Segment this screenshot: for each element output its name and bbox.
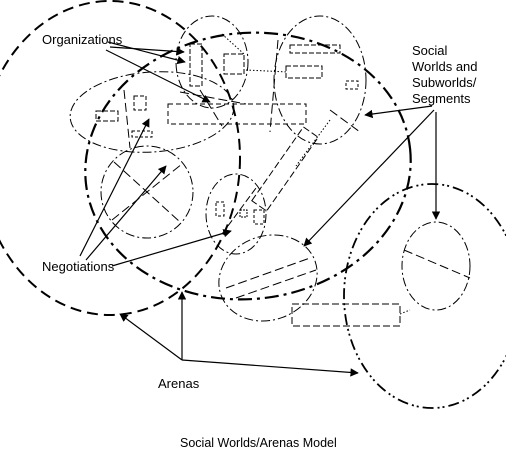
dotted-connections	[221, 33, 411, 315]
org-rect	[239, 209, 248, 218]
org-rect	[291, 303, 401, 327]
world-cross-circle	[100, 145, 194, 239]
diagram-caption: Social Worlds/Arenas Model	[180, 436, 337, 450]
org-rect	[131, 130, 153, 138]
org-rect	[289, 44, 341, 54]
world-right	[401, 221, 471, 311]
social-worlds-label-line3: Subworlds/	[412, 75, 477, 90]
arena-center	[84, 31, 412, 301]
world-top	[175, 15, 249, 109]
org-rect	[167, 103, 307, 125]
arenas-group	[0, 0, 506, 409]
org-rect	[133, 95, 147, 111]
social-worlds-label-line2: Worlds and	[412, 59, 478, 74]
arenas-label: Arenas	[158, 376, 200, 391]
social-worlds-label-line4: Segments	[412, 91, 471, 106]
organizations-group	[95, 43, 401, 327]
org-rect	[189, 43, 203, 87]
world-horizontal	[69, 71, 235, 153]
negotiations-label: Negotiations	[42, 259, 115, 274]
arrows-group	[79, 41, 441, 377]
social-worlds-label-line1: Social	[412, 43, 448, 58]
org-rect	[223, 53, 245, 75]
organizations-label: Organizations	[42, 32, 123, 47]
org-rect	[95, 110, 119, 122]
org-rect	[215, 201, 225, 217]
world-top-right	[273, 15, 367, 145]
labels-group: Organizations Social Worlds and Subworld…	[42, 32, 478, 450]
arena-right	[343, 183, 506, 409]
world-middle	[205, 173, 267, 255]
org-rect	[253, 209, 265, 225]
arena-left	[0, 0, 241, 316]
org-rect	[285, 65, 323, 79]
org-rect	[345, 80, 359, 90]
world-lower	[218, 234, 318, 322]
org-bar-diagonal	[251, 126, 319, 212]
